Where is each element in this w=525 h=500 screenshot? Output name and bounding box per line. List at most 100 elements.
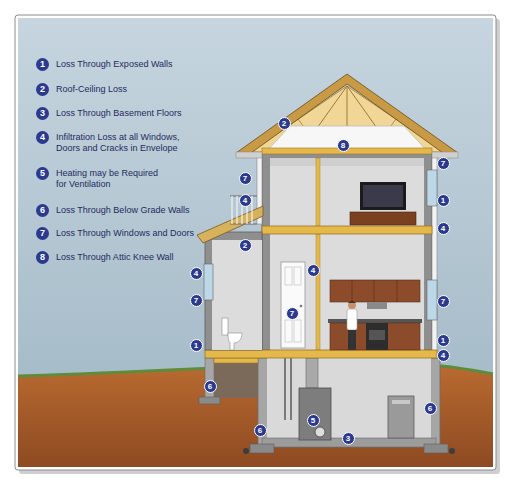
roof-attic: [236, 152, 262, 158]
callout-number: 2: [279, 118, 290, 129]
basement-equipment: [285, 358, 414, 440]
callout-number: 2: [240, 240, 251, 251]
tv-stand: [360, 182, 406, 210]
callout-number: 8: [338, 140, 349, 151]
callout-number: 7: [191, 295, 202, 306]
callout-number: 7: [287, 308, 298, 319]
legend-entry: 3 Loss Through Basement Floors: [36, 107, 181, 120]
kitchen: [397, 280, 398, 302]
tv-stand: [350, 212, 416, 225]
picture-frame: [15, 15, 500, 474]
legend-entry: 8Loss Through Attic Knee Wall: [36, 251, 174, 264]
picture-frame: [15, 15, 496, 470]
legend-text: Loss Through Attic Knee Wall: [56, 251, 174, 263]
kitchen: [367, 302, 387, 309]
person: [348, 301, 356, 309]
legend-number: 2: [36, 83, 49, 96]
legend-text: Loss Through Below Grade Walls: [56, 204, 190, 216]
callout-number: 7: [240, 173, 251, 184]
legend-number: 1: [36, 58, 49, 71]
picture-frame: [19, 19, 500, 474]
basement-equipment: [306, 358, 318, 388]
legend-number: 6: [36, 204, 49, 217]
roof-attic: [236, 74, 458, 158]
callout-marker: 7: [190, 294, 203, 307]
person: [348, 330, 356, 350]
callout-marker: 4: [437, 349, 450, 362]
kitchen: [328, 319, 422, 323]
house-walls: [270, 158, 424, 226]
basement: [243, 448, 249, 454]
door: [294, 320, 301, 342]
house-walls: [316, 158, 320, 226]
callout-marker: 1: [437, 194, 450, 207]
basement: [424, 444, 448, 453]
callout-marker: 7: [239, 172, 252, 185]
legend-text: Loss Through Basement Floors: [56, 107, 181, 119]
door: [285, 267, 292, 285]
legend-entry: 4Infiltration Loss at all Windows, Doors…: [36, 131, 184, 154]
house-walls: [270, 234, 424, 350]
floor-joists: [205, 350, 437, 358]
basement: [258, 358, 440, 447]
balcony-railing: [236, 196, 237, 224]
callout-number: 6: [205, 381, 216, 392]
callout-number: 3: [343, 433, 354, 444]
legend-entry: 5Heating may be Required for Ventilation: [36, 167, 168, 190]
roof-attic: [236, 74, 458, 158]
callout-number: 1: [191, 340, 202, 351]
door: [281, 262, 305, 348]
callout-marker: 4: [307, 264, 320, 277]
callout-number: 7: [438, 296, 449, 307]
person: [348, 301, 356, 304]
callout-number: 6: [425, 403, 436, 414]
callout-marker: 6: [424, 402, 437, 415]
callout-marker: 1: [437, 334, 450, 347]
porch-addition: [204, 264, 213, 300]
roof-attic: [250, 86, 444, 152]
callout-marker: 4: [239, 194, 252, 207]
legend-text: Loss Through Exposed Walls: [56, 58, 173, 70]
porch-addition: [212, 240, 262, 350]
kitchen: [328, 280, 422, 350]
porch-addition: [197, 206, 263, 243]
callout-number: 4: [438, 350, 449, 361]
porch-addition: [222, 318, 228, 335]
legend-text: Roof-Ceiling Loss: [56, 83, 127, 95]
legend-number: 7: [36, 227, 49, 240]
person: [347, 301, 357, 351]
picture-frame: [18, 18, 493, 467]
house-walls: [262, 152, 432, 350]
callout-marker: 1: [190, 339, 203, 352]
porch-addition: [197, 206, 263, 350]
basement: [267, 358, 431, 440]
callout-marker: 5: [307, 414, 320, 427]
legend-number: 4: [36, 131, 49, 144]
crawl-space: [199, 397, 220, 404]
callout-marker: 7: [286, 307, 299, 320]
callout-number: 4: [191, 268, 202, 279]
legend-number: 5: [36, 167, 49, 180]
house-walls: [427, 170, 437, 206]
callout-marker: 4: [437, 222, 450, 235]
callout-marker: 8: [337, 139, 350, 152]
kitchen: [366, 323, 388, 350]
legend-entry: 2 Roof-Ceiling Loss: [36, 83, 127, 96]
house-walls: [316, 234, 320, 350]
house-walls: [270, 158, 424, 166]
crawl-space: [199, 358, 258, 404]
basement-equipment: [284, 358, 286, 420]
house-walls: [427, 280, 437, 320]
balcony-railing: [251, 196, 252, 224]
legend-number: 3: [36, 107, 49, 120]
callout-number: 1: [438, 335, 449, 346]
callout-marker: 6: [254, 424, 267, 437]
callout-number: 4: [240, 195, 251, 206]
kitchen: [369, 330, 385, 340]
tv-stand: [350, 182, 416, 225]
balcony-railing: [230, 223, 257, 224]
porch-addition: [228, 333, 242, 350]
basement-equipment: [392, 400, 410, 404]
door: [281, 262, 305, 348]
